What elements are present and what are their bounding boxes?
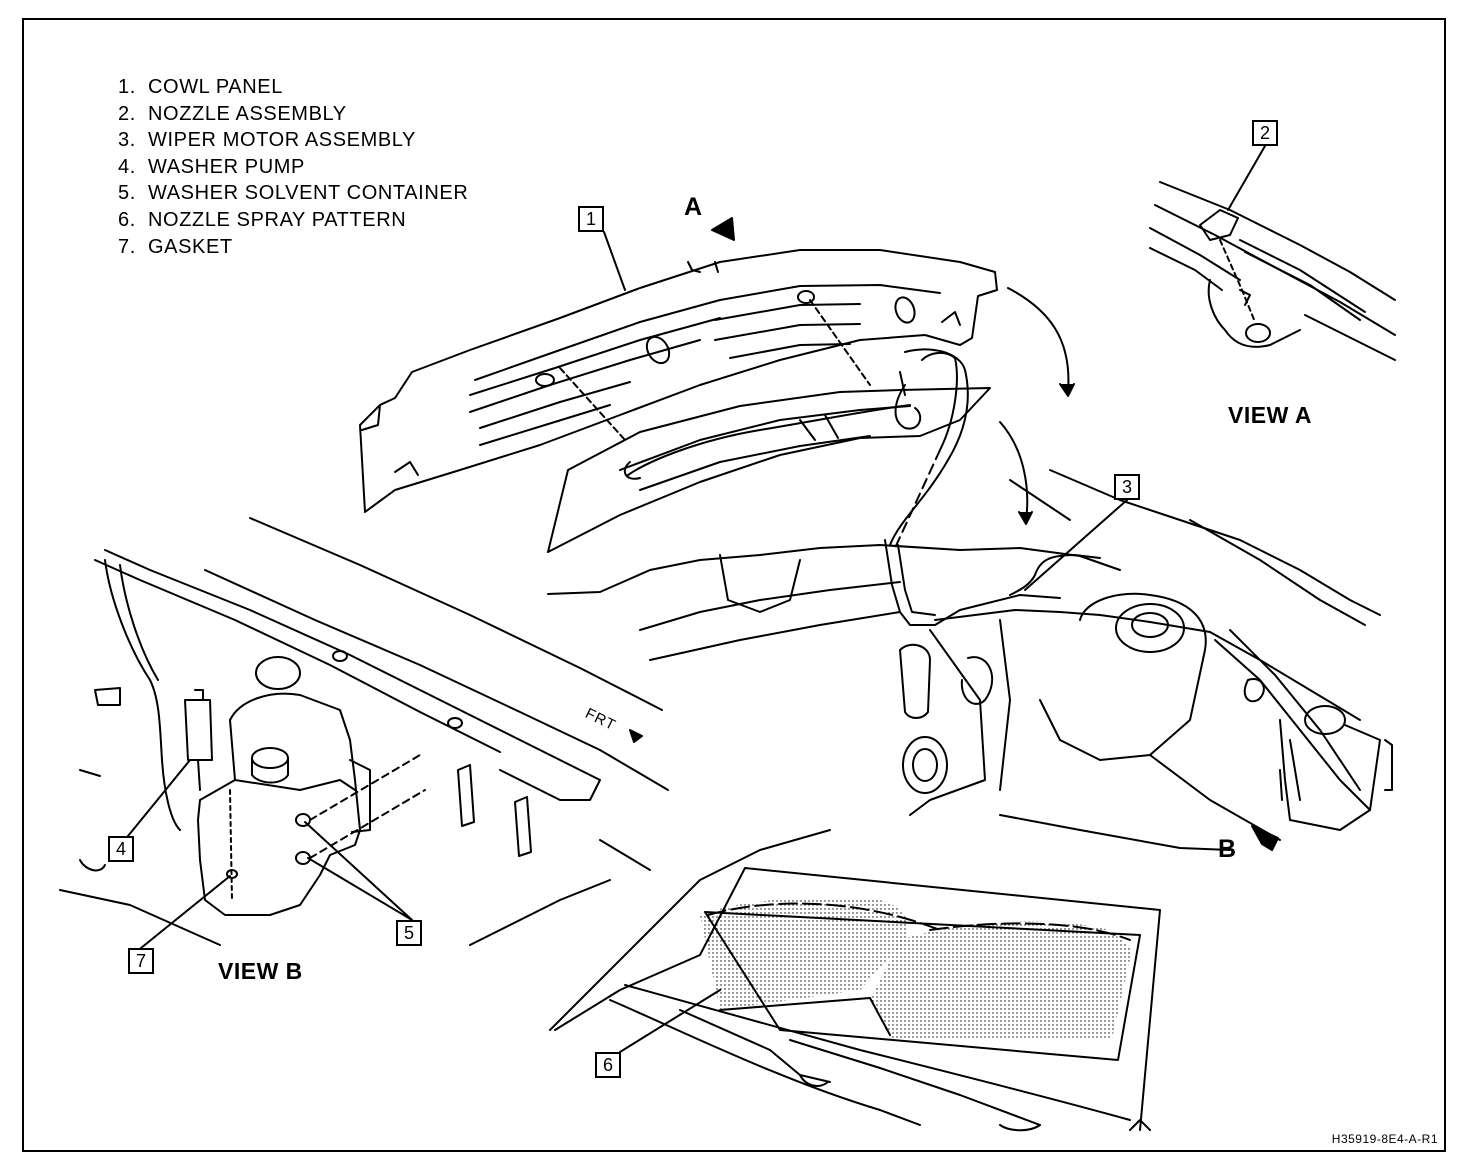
view-b-indicator: B bbox=[1218, 835, 1237, 863]
engine-compartment-drawing bbox=[547, 469, 1393, 851]
cowl-panel-drawing bbox=[359, 249, 998, 513]
callout-4: 4 bbox=[108, 836, 134, 862]
legend-item: 2.NOZZLE ASSEMBLY bbox=[118, 102, 347, 125]
legend-item: 4.WASHER PUMP bbox=[118, 155, 305, 178]
callout-5: 5 bbox=[396, 920, 422, 946]
view-b-drawing bbox=[59, 517, 669, 946]
callout-6: 6 bbox=[595, 1052, 621, 1078]
callout-leaders bbox=[127, 145, 1266, 1053]
view-a-arrow-icon bbox=[711, 217, 735, 241]
legend-item: 5.WASHER SOLVENT CONTAINER bbox=[118, 182, 469, 205]
callout-2: 2 bbox=[1252, 120, 1278, 146]
curved-arrow-b bbox=[999, 421, 1029, 521]
diagram-frame bbox=[22, 18, 1446, 1152]
legend-item: 1.COWL PANEL bbox=[118, 76, 283, 98]
figure-reference-code: H35919-8E4-A-R1 bbox=[1331, 1132, 1438, 1146]
curved-arrow-a bbox=[1007, 287, 1070, 393]
legend-item: 6.NOZZLE SPRAY PATTERN bbox=[118, 208, 407, 231]
view-a-label: VIEW A bbox=[1228, 402, 1312, 428]
legend-item: 3.WIPER MOTOR ASSEMBLY bbox=[118, 129, 416, 152]
view-b-arrow-icon bbox=[1251, 825, 1279, 851]
callout-3: 3 bbox=[1114, 474, 1140, 500]
callout-7: 7 bbox=[128, 948, 154, 974]
callout-1: 1 bbox=[578, 206, 604, 232]
hose-routing-dash bbox=[894, 449, 941, 549]
parts-legend: 1.COWL PANEL 2.NOZZLE ASSEMBLY 3.WIPER M… bbox=[118, 74, 468, 260]
view-b-label: VIEW B bbox=[218, 958, 303, 984]
view-a-drawing bbox=[1149, 181, 1396, 361]
view-a-indicator: A bbox=[684, 193, 703, 221]
windshield-drawing bbox=[549, 829, 1161, 1132]
front-arrow-icon bbox=[629, 729, 643, 743]
legend-item: 7.GASKET bbox=[118, 235, 233, 258]
wiper-linkage-drawing bbox=[547, 299, 991, 553]
